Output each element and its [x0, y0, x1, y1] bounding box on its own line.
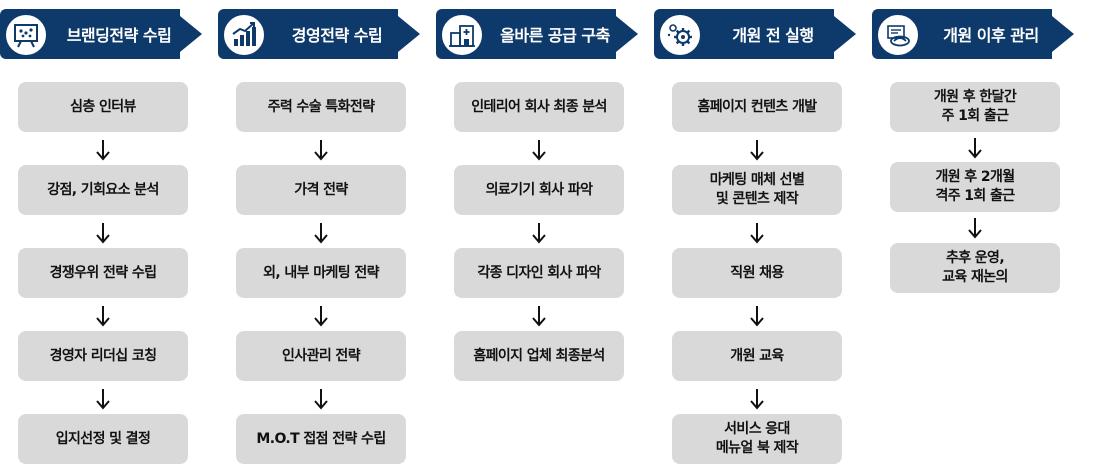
step-box: 홈페이지 컨텐츠 개발 — [672, 82, 842, 132]
down-arrow-icon — [529, 138, 549, 162]
step-box: 외, 내부 마케팅 전략 — [236, 248, 406, 298]
step-box: 입지선정 및 결정 — [18, 414, 188, 464]
step-box: 개원 후 2개월 격주 1회 출근 — [890, 162, 1060, 212]
down-arrow-icon — [747, 387, 767, 411]
stage-management-strategy: 경영전략 수립 주력 수술 특화전략 가격 전략 외, 내부 마케팅 전략 인사… — [218, 0, 430, 474]
step-box: 인테리어 회사 최종 분석 — [454, 82, 624, 132]
step-box: 개원 후 한달간 주 1회 출근 — [890, 82, 1060, 132]
down-arrow-icon — [529, 221, 549, 245]
stage-post-opening: 개원 이후 관리 개원 후 한달간 주 1회 출근 개원 후 2개월 격주 1회… — [872, 0, 1084, 474]
step-box: 추후 운영, 교육 재논의 — [890, 243, 1060, 293]
stage-arrow-icon — [1052, 16, 1074, 52]
step-box: 마케팅 매체 선별 및 콘텐츠 제작 — [672, 165, 842, 215]
stage-arrow-icon — [834, 16, 856, 52]
step-box: 개원 교육 — [672, 331, 842, 381]
down-arrow-icon — [93, 304, 113, 328]
hospital-building-icon — [440, 13, 484, 57]
down-arrow-icon — [747, 138, 767, 162]
step-box: 강점, 기회요소 분석 — [18, 165, 188, 215]
presentation-board-icon — [4, 13, 48, 57]
step-box: 경쟁우위 전략 수립 — [18, 248, 188, 298]
stage-branding: 브랜딩전략 수립 심층 인터뷰 강점, 기회요소 분석 경쟁우위 전략 수립 경… — [0, 0, 212, 474]
down-arrow-icon — [747, 221, 767, 245]
step-box: 인사관리 전략 — [236, 331, 406, 381]
down-arrow-icon — [93, 221, 113, 245]
step-box: 각종 디자인 회사 파악 — [454, 248, 624, 298]
down-arrow-icon — [529, 304, 549, 328]
step-box: 경영자 리더십 코칭 — [18, 331, 188, 381]
down-arrow-icon — [965, 136, 985, 160]
stage-supply: 올바른 공급 구축 인테리어 회사 최종 분석 의료기기 회사 파악 각종 디자… — [436, 0, 648, 474]
growth-chart-icon — [222, 13, 266, 57]
step-box: 가격 전략 — [236, 165, 406, 215]
step-box: 심층 인터뷰 — [18, 82, 188, 132]
stage-arrow-icon — [616, 16, 638, 52]
step-box: 서비스 응대 메뉴얼 북 제작 — [672, 414, 842, 464]
down-arrow-icon — [965, 216, 985, 240]
down-arrow-icon — [93, 387, 113, 411]
down-arrow-icon — [311, 387, 331, 411]
down-arrow-icon — [311, 221, 331, 245]
stage-title: 개원 전 실행 — [732, 26, 814, 45]
step-box: M.O.T 접점 전략 수립 — [236, 414, 406, 464]
stage-title: 올바른 공급 구축 — [500, 26, 610, 45]
stage-title: 개원 이후 관리 — [943, 26, 1039, 45]
step-box: 주력 수술 특화전략 — [236, 82, 406, 132]
down-arrow-icon — [311, 304, 331, 328]
step-box: 직원 채용 — [672, 248, 842, 298]
stage-pre-opening: 개원 전 실행 홈페이지 컨텐츠 개발 마케팅 매체 선별 및 콘텐츠 제작 직… — [654, 0, 866, 474]
step-box: 의료기기 회사 파악 — [454, 165, 624, 215]
down-arrow-icon — [93, 138, 113, 162]
stage-arrow-icon — [180, 16, 202, 52]
stage-title: 브랜딩전략 수립 — [66, 26, 172, 45]
management-icon — [876, 13, 920, 57]
stage-arrow-icon — [398, 16, 420, 52]
stage-title: 경영전략 수립 — [291, 26, 383, 45]
gears-icon — [658, 13, 702, 57]
down-arrow-icon — [747, 304, 767, 328]
down-arrow-icon — [311, 138, 331, 162]
step-box: 홈페이지 업체 최종분석 — [454, 331, 624, 381]
